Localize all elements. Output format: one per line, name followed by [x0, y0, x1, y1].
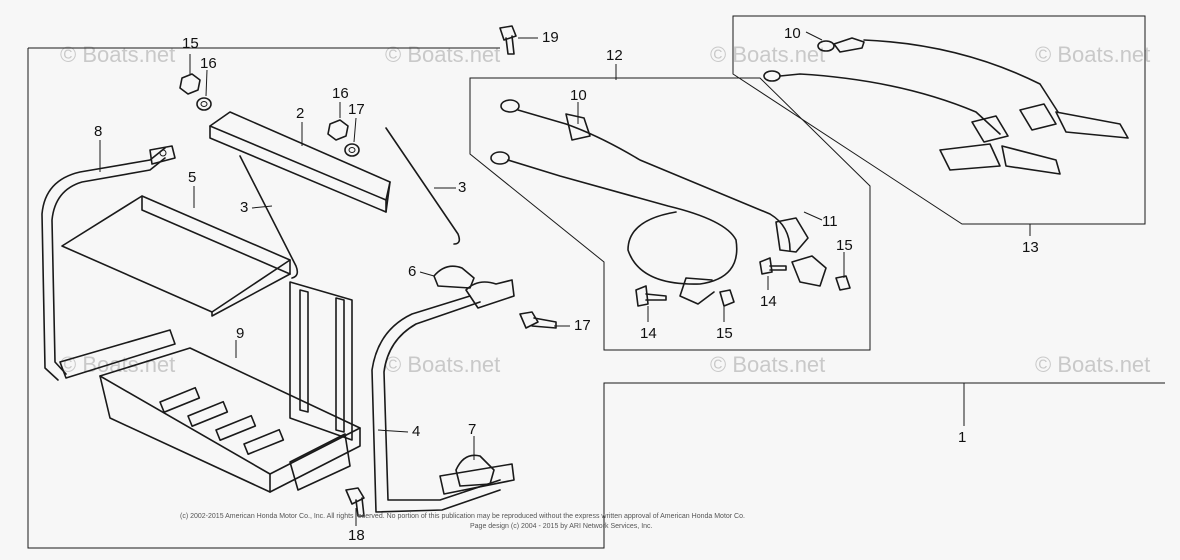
callout-5: 5	[188, 169, 196, 186]
callout-11: 11	[822, 213, 838, 230]
callout-12: 12	[606, 47, 623, 64]
part-7-clamp	[455, 454, 495, 487]
callout-2: 2	[296, 105, 304, 122]
watermark: © Boats.net	[1035, 352, 1150, 377]
part-18-bolts	[345, 311, 557, 517]
callout-1: 1	[958, 429, 966, 446]
cable-kit-outline	[469, 77, 871, 351]
part-4-strap	[371, 279, 515, 513]
nuts-washers	[179, 73, 360, 157]
leader-lines	[99, 31, 1031, 526]
callout-13: 13	[1022, 239, 1039, 256]
watermark: © Boats.net	[385, 42, 500, 67]
callout-19: 19	[542, 29, 559, 46]
part-19-bolt	[499, 25, 517, 55]
part-13-booster-cables	[763, 37, 1129, 175]
callout-15: 15	[836, 237, 853, 254]
part-2-bar	[209, 111, 391, 213]
watermark: © Boats.net	[385, 352, 500, 377]
part-5-plate	[61, 195, 291, 317]
assembly-outline	[27, 48, 1165, 549]
part-8-strap	[41, 145, 176, 381]
part-3-rods	[239, 127, 461, 279]
callout-7: 7	[468, 421, 476, 438]
part-12-cables	[490, 99, 827, 305]
callout-10: 10	[570, 87, 587, 104]
callout-14: 14	[760, 293, 777, 310]
callout-15-lower-kit: 15	[716, 325, 733, 342]
watermark: © Boats.net	[710, 42, 825, 67]
part-6-clamp	[433, 265, 475, 289]
callout-17: 17	[348, 101, 365, 118]
callouts: 15 16 2 16 17 8 5 3 3 6 9 4 7 17 18 19 1…	[94, 25, 1039, 544]
callout-14: 14	[640, 325, 657, 342]
callout-16: 15	[182, 35, 199, 52]
watermarks: © Boats.net © Boats.net © Boats.net © Bo…	[60, 42, 1150, 377]
callout-3: 3	[458, 179, 466, 196]
callout-6: 6	[408, 263, 416, 280]
callout-8: 8	[94, 123, 102, 140]
callout-10: 10	[784, 25, 801, 42]
copyright-line: (c) 2002-2015 American Honda Motor Co., …	[180, 513, 745, 520]
kit-12-hardware	[635, 257, 851, 307]
booster-cable-outline	[732, 15, 1146, 225]
callout-16: 16	[332, 85, 349, 102]
watermark: © Boats.net	[710, 352, 825, 377]
callout-9: 9	[236, 325, 244, 342]
callout-18: 18	[348, 527, 365, 544]
part-9-tray	[59, 281, 361, 493]
watermark: © Boats.net	[60, 352, 175, 377]
watermark: © Boats.net	[60, 42, 175, 67]
watermark: © Boats.net	[1035, 42, 1150, 67]
callout-17: 16	[200, 55, 217, 72]
callout-18: 17	[574, 317, 591, 334]
callout-4: 4	[412, 423, 420, 440]
page-design-line: Page design (c) 2004 - 2015 by ARI Netwo…	[470, 523, 653, 530]
callout-3: 3	[240, 199, 248, 216]
